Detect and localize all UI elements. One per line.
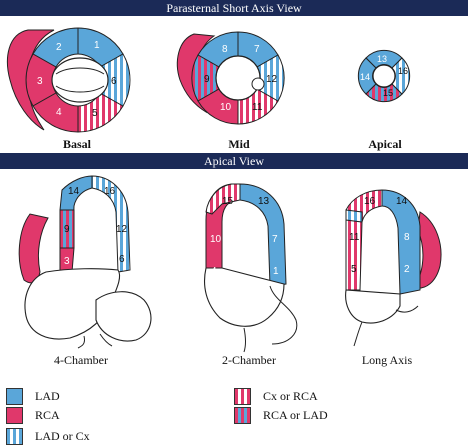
legend-label-rca: RCA	[35, 407, 60, 422]
svg-text:3: 3	[64, 256, 70, 267]
svg-text:16: 16	[104, 186, 116, 197]
legend-item-lad-or-cx: LAD or Cx	[6, 426, 90, 446]
legend-label-lad-or-cx: LAD or Cx	[35, 428, 90, 443]
legend-swatch-lad-or-cx	[6, 427, 23, 445]
svg-text:15: 15	[222, 196, 234, 207]
svg-text:14: 14	[360, 72, 370, 82]
legend-label-rca-or-lad: RCA or LAD	[263, 407, 328, 422]
svg-text:14: 14	[396, 196, 408, 207]
legend-item-rca: RCA	[6, 405, 60, 425]
svg-text:13: 13	[258, 196, 270, 207]
label-seg-7: 7	[254, 44, 260, 55]
long-axis-view: 16 14 11 8 5 2	[345, 189, 442, 347]
short-axis-header: Parasternal Short Axis View	[0, 0, 468, 16]
svg-text:12: 12	[116, 224, 128, 235]
svg-text:2: 2	[404, 264, 410, 275]
mid-label: Mid	[228, 137, 250, 151]
legend-item-rca-or-lad: RCA or LAD	[234, 405, 328, 425]
svg-text:11: 11	[349, 232, 360, 243]
label-seg-3: 3	[37, 76, 43, 87]
label-seg-5: 5	[92, 108, 98, 119]
label-seg-1: 1	[94, 40, 100, 51]
svg-text:8: 8	[404, 232, 410, 243]
label-seg-12: 12	[266, 74, 278, 85]
four-chamber-label: 4-Chamber	[54, 353, 108, 367]
legend-label-lad: LAD	[35, 388, 60, 403]
long-axis-label: Long Axis	[361, 353, 413, 367]
svg-text:4: 4	[211, 266, 217, 277]
legend-swatch-lad	[6, 387, 23, 405]
legend-swatch-rca-or-lad	[234, 406, 251, 424]
svg-text:10: 10	[210, 234, 222, 245]
svg-text:14: 14	[68, 186, 80, 197]
legend-item-lad: LAD	[6, 386, 60, 406]
label-seg-11: 11	[252, 102, 263, 113]
label-seg-4: 4	[56, 107, 62, 118]
svg-text:5: 5	[351, 264, 357, 275]
label-seg-8: 8	[222, 44, 228, 55]
two-chamber-label: 2-Chamber	[222, 353, 276, 367]
svg-text:6: 6	[119, 254, 125, 265]
four-chamber-view: 14 16 9 12 3 6	[18, 175, 152, 349]
svg-text:7: 7	[272, 234, 278, 245]
basal-segment-2	[32, 27, 79, 68]
apical-short-label: Apical	[368, 137, 402, 151]
label-seg-10: 10	[220, 102, 232, 113]
two-chamber-view: 15 13 10 7 4 1	[203, 183, 298, 353]
svg-text:1: 1	[273, 266, 279, 277]
legend-label-cx-or-rca: Cx or RCA	[263, 388, 318, 403]
label-seg-9: 9	[204, 74, 210, 85]
svg-text:16: 16	[398, 66, 408, 76]
svg-text:13: 13	[377, 54, 387, 64]
label-seg-6: 6	[111, 76, 117, 87]
legend-item-cx-or-rca: Cx or RCA	[234, 386, 318, 406]
apical-view-header: Apical View	[0, 153, 468, 169]
legend-swatch-cx-or-rca	[234, 387, 251, 405]
svg-text:15: 15	[383, 88, 393, 98]
basal-short-axis: 1 2 3 4 5 6	[7, 27, 131, 133]
svg-text:9: 9	[64, 224, 70, 235]
apical-short-axis: 13 14 15 16	[357, 49, 411, 103]
legend-swatch-rca	[6, 406, 23, 424]
svg-text:16: 16	[364, 196, 376, 207]
mid-short-axis: 7 8 9 10 11 12	[176, 31, 285, 125]
label-seg-2: 2	[56, 42, 62, 53]
basal-segment-4	[32, 92, 79, 133]
basal-label: Basal	[62, 137, 91, 151]
